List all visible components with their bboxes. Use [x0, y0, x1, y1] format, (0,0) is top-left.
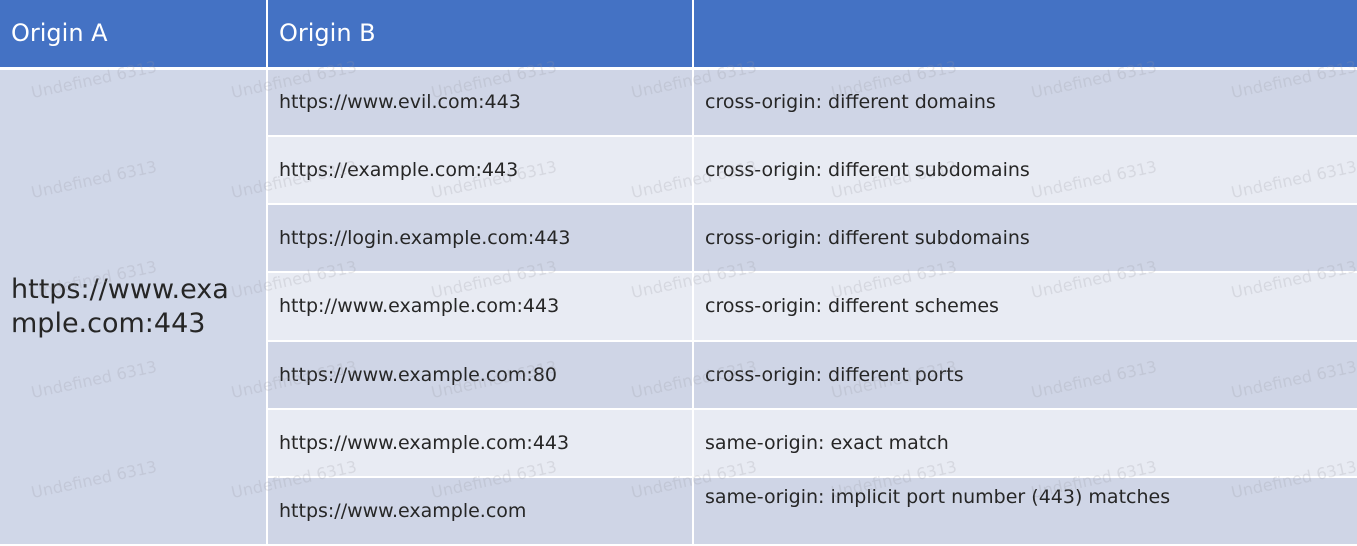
origin-b-cell: https://www.example.com:443	[267, 408, 694, 478]
result-cell: cross-origin: different subdomains	[693, 204, 1357, 274]
header-result	[693, 0, 1357, 70]
result-cell: cross-origin: different ports	[693, 340, 1357, 410]
origin-b-cell: https://www.evil.com:443	[267, 68, 694, 138]
result-cell: same-origin: implicit port number (443) …	[693, 476, 1357, 546]
origin-b-cell: https://www.example.com:80	[267, 340, 694, 410]
result-cell: cross-origin: different domains	[693, 68, 1357, 138]
result-cell: same-origin: exact match	[693, 408, 1357, 478]
origin-a-value: https://www.example.com:443	[0, 68, 268, 546]
table-row: https://www.example.com:443 https://www.…	[0, 68, 1357, 546]
result-cell: cross-origin: different schemes	[693, 272, 1357, 342]
table-row: https://login.example.com:443 cross-orig…	[0, 204, 1357, 274]
origin-b-cell: http://www.example.com:443	[267, 272, 694, 342]
origin-b-cell: https://www.example.com	[267, 476, 694, 546]
table-row: https://www.example.com:443 same-origin:…	[0, 408, 1357, 478]
table-header-row: Origin A Origin B	[0, 0, 1357, 70]
result-cell: cross-origin: different subdomains	[693, 136, 1357, 206]
origin-b-cell: https://example.com:443	[267, 136, 694, 206]
header-origin-b: Origin B	[267, 0, 694, 70]
table-row: https://www.example.com:80 cross-origin:…	[0, 340, 1357, 410]
table-row: https://www.example.com same-origin: imp…	[0, 476, 1357, 546]
origin-b-cell: https://login.example.com:443	[267, 204, 694, 274]
table-row: https://example.com:443 cross-origin: di…	[0, 136, 1357, 206]
table-row: http://www.example.com:443 cross-origin:…	[0, 272, 1357, 342]
header-origin-a: Origin A	[0, 0, 268, 70]
